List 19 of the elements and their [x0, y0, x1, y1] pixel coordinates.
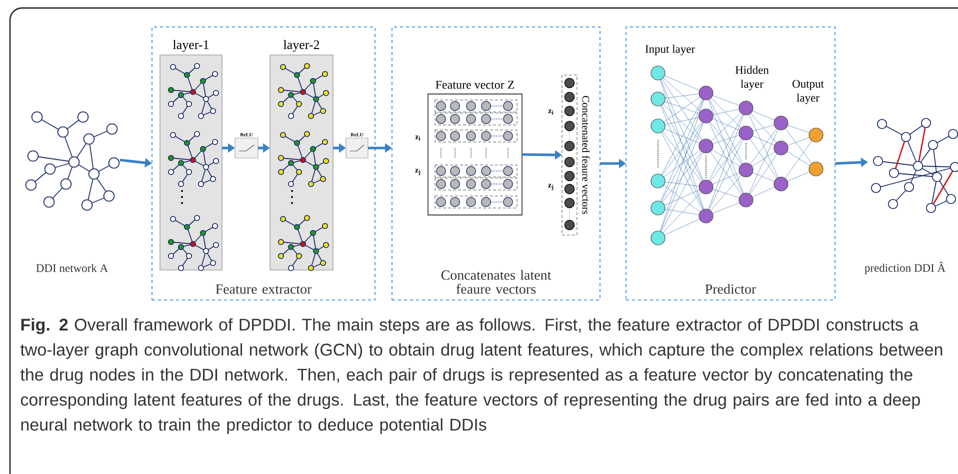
column-title: Concatenated feaure vectors	[582, 96, 590, 214]
layer-title: layer-2	[284, 40, 320, 52]
vector-label: z$_{i}$	[548, 109, 554, 115]
layer-label: Hidden layer	[735, 66, 769, 90]
layer-title: layer-1	[173, 40, 208, 52]
panel-title: Feature extractor	[216, 284, 312, 294]
picture-caption: DDI network A	[36, 264, 108, 272]
matrix-title: Feature vector Z	[436, 80, 514, 89]
layer-label: Input layer	[645, 44, 695, 56]
layer-label: Output layer	[792, 80, 824, 104]
picture-caption: prediction DDI Â	[864, 262, 946, 274]
panel-title: Concatenates latent feaure vectors	[441, 270, 552, 294]
vector-label: z$_{i}$	[415, 135, 420, 141]
network-drawing	[870, 118, 958, 214]
vector-label: z$_{j}$	[548, 184, 554, 190]
network-drawing	[25, 111, 120, 211]
figure-caption: Fig. 2 Overall framework of DPDDI. The main steps are as follows. First, the feature extractor of DPDDI constructs a two-layer graph convolutional network (GCN) to obtain drug latent features, which capture the complex relations between the drug nodes in the DDI network. Then, each pair of drugs is represented as a feature vector by concatenating the corresponding latent features of the drugs. Last, the feature vectors of representing the drug pairs are fed into a deep neural network to train the predictor to deduce potential DDIs	[20, 318, 942, 434]
vector-label: z$_{j}$	[415, 168, 420, 176]
panel-title: Predictor	[705, 284, 756, 294]
